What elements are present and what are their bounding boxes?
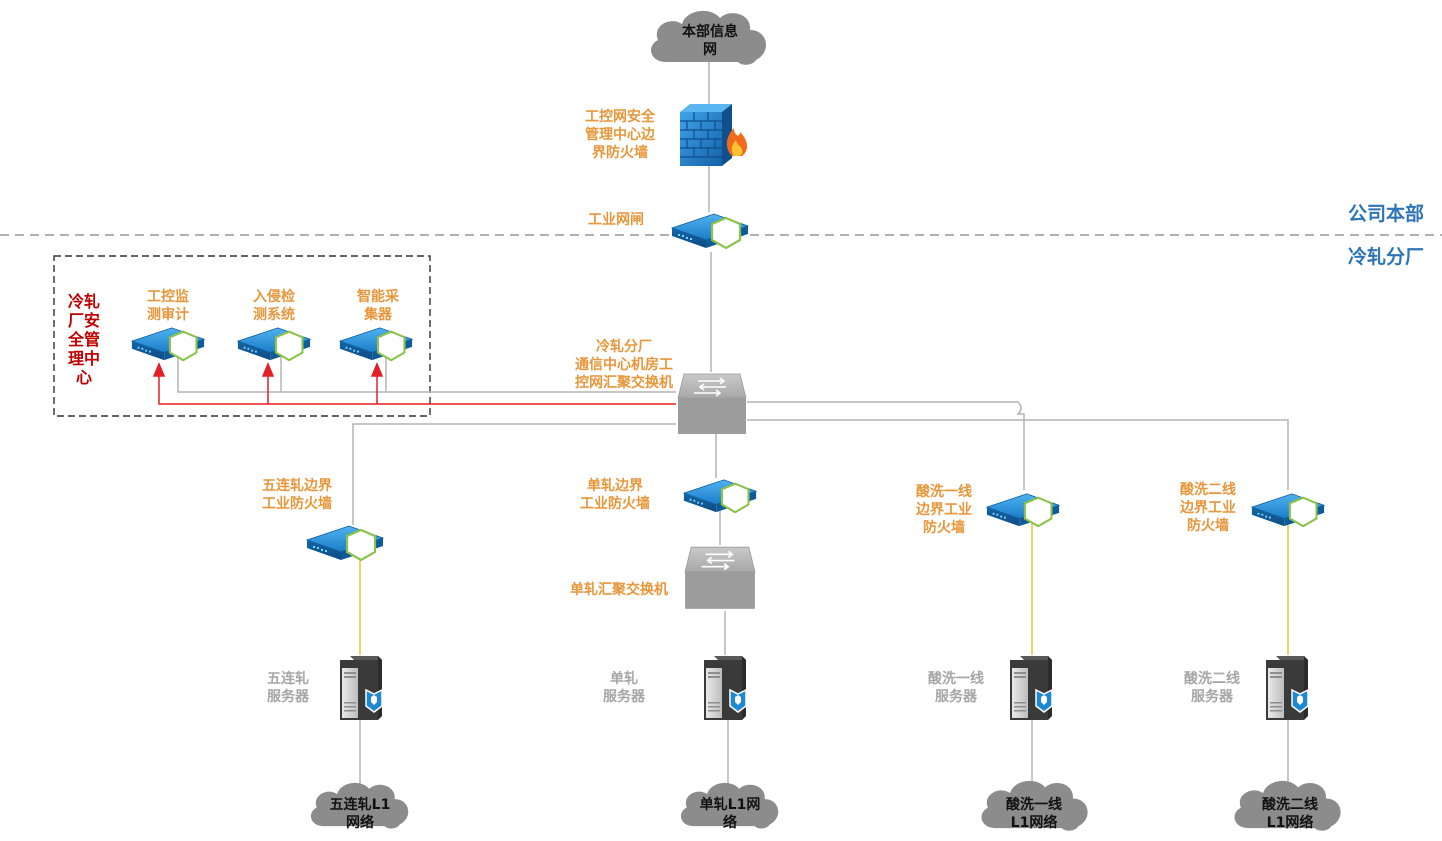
collector-device-label: 智能采 集器 [357, 289, 399, 323]
suanxi1-server-label: 酸洗一线 服务器 [928, 671, 984, 705]
suanxi1-firewall-label: 酸洗一线 边界工业 防火墙 [916, 484, 972, 536]
server-danzha-icon [703, 655, 747, 721]
ids-device-icon [236, 326, 312, 362]
gateway-label: 工业网闸 [588, 212, 644, 228]
server-wulianzha-icon [339, 655, 383, 721]
firewall-suanxi2-icon [1250, 492, 1326, 528]
server-suanxi2-icon [1265, 655, 1309, 721]
danzha-switch-icon [684, 546, 756, 610]
zone-branch-label: 冷轧分厂 [1347, 246, 1424, 268]
mirror-links [152, 362, 676, 405]
wulianzha-firewall-label: 五连轧边界 工业防火墙 [262, 478, 332, 512]
danzha-network-label: 单轧L1网 络 [699, 797, 761, 831]
field-links [359, 522, 1289, 655]
suanxi2-network-label: 酸洗二线 L1网络 [1262, 797, 1318, 831]
collector-device-icon [338, 326, 414, 362]
suanxi2-firewall-label: 酸洗二线 边界工业 防火墙 [1180, 482, 1236, 534]
zone-hq-label: 公司本部 [1347, 203, 1424, 225]
wulianzha-server-label: 五连轧 服务器 [267, 671, 309, 705]
audit-device-icon [130, 326, 206, 362]
brick-firewall-icon [680, 104, 748, 166]
network-links [177, 62, 1289, 790]
suanxi1-network-label: 酸洗一线 L1网络 [1006, 797, 1062, 831]
core-switch-label: 冷轧分厂 通信中心机房工 控网汇聚交换机 [575, 339, 673, 391]
firewall-suanxi1-icon [985, 492, 1061, 528]
suanxi2-server-label: 酸洗二线 服务器 [1184, 671, 1240, 705]
industrial-gateway-icon [670, 212, 750, 250]
security-center-box [53, 255, 431, 417]
danzha-switch-label: 单轧汇聚交换机 [570, 582, 668, 598]
firewall-wulianzha-icon [305, 524, 385, 562]
danzha-firewall-label: 单轧边界 工业防火墙 [580, 478, 650, 512]
hq-cloud-label: 本部信息 网 [682, 24, 738, 58]
firewall-danzha-icon [682, 478, 758, 514]
wulianzha-network-label: 五连轧L1 网络 [329, 797, 391, 831]
server-suanxi1-icon [1009, 655, 1053, 721]
danzha-server-label: 单轧 服务器 [603, 671, 645, 705]
hq-firewall-label: 工控网安全 管理中心边 界防火墙 [585, 109, 655, 161]
security-center-title: 冷轧 厂安 全管 理中 心 [67, 292, 100, 387]
audit-device-label: 工控监 测审计 [147, 289, 189, 323]
ids-device-label: 入侵检 测系统 [253, 289, 295, 323]
